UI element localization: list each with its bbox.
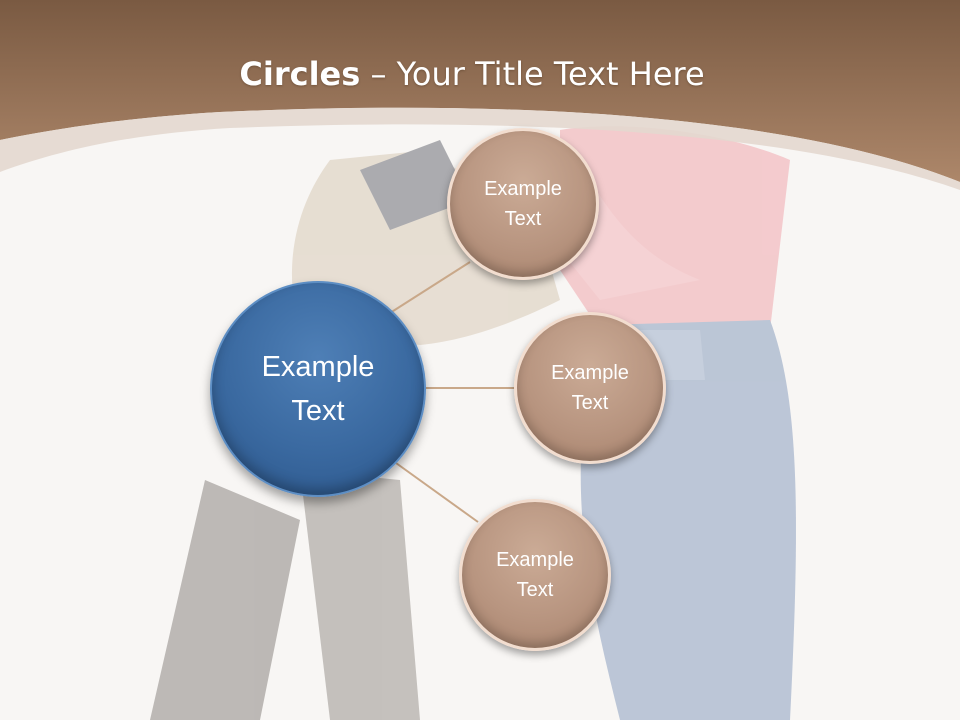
node-label-3: Example Text	[496, 549, 574, 601]
connector-line	[395, 462, 479, 523]
center-circle: Example Text	[210, 281, 426, 497]
node-label-2: Example Text	[551, 362, 629, 414]
header-swoosh	[0, 107, 960, 190]
title-bold: Circles	[239, 55, 361, 93]
slide-title: Circles – Your Title Text Here	[0, 55, 944, 93]
header-band	[0, 0, 960, 182]
node-circle-3: Example Text	[459, 499, 611, 651]
node-circle-1: Example Text	[447, 128, 599, 280]
connector-line	[389, 261, 471, 314]
title-rest: – Your Title Text Here	[360, 55, 705, 93]
node-circle-2: Example Text	[514, 312, 666, 464]
node-label-1: Example Text	[484, 178, 562, 230]
center-circle-label: Example Text	[261, 351, 375, 427]
